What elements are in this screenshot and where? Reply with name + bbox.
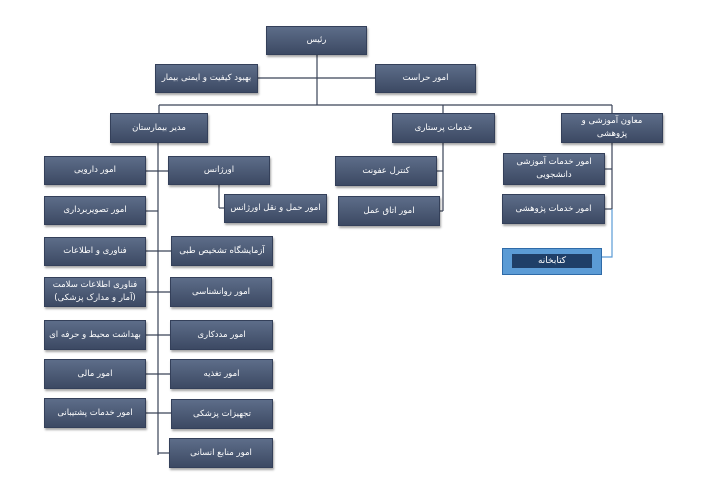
emergency-box: اورژانس (168, 156, 270, 185)
education-services-box: امور خدمات آموزشی دانشجویی (503, 153, 605, 185)
pharmacy-box: امور دارویی (44, 156, 146, 185)
library-box: کتابخانه (502, 248, 602, 275)
laboratory-box: آزمایشگاه تشخیص طبی (171, 236, 273, 266)
head-box: رئیس (266, 26, 367, 55)
security-box: امور حراست (375, 64, 476, 93)
nursing-box: خدمات پرستاری (392, 113, 495, 143)
social-work-box: امور مددکاری (170, 320, 273, 350)
infection-control-box: کنترل عفونت (335, 156, 437, 186)
library-label: کتابخانه (512, 254, 592, 268)
health-it-box: فناوری اطلاعات سلامت (آمار و مدارک پزشکی… (44, 277, 146, 307)
deputy-box: معاون آموزشی و پژوهشی (561, 113, 663, 143)
nutrition-box: امور تغذیه (170, 359, 273, 389)
psychology-box: امور روانشناسی (170, 277, 272, 307)
manager-box: مدیر بیمارستان (110, 113, 208, 143)
it-box: فناوری و اطلاعات (44, 237, 146, 266)
emergency-transport-box: امور حمل و نقل اورژانس (224, 194, 327, 223)
research-services-box: امور خدمات پژوهشی (502, 194, 605, 224)
medical-equipment-box: تجهیزات پزشکی (171, 399, 273, 429)
finance-box: امور مالی (44, 359, 146, 389)
occupational-health-box: بهداشت محیط و حرفه ای (44, 320, 146, 350)
human-resources-box: امور منابع انسانی (169, 438, 273, 468)
quality-box: بهبود کیفیت و ایمنی بیمار (155, 64, 258, 93)
operating-room-box: امور اتاق عمل (338, 196, 440, 226)
imaging-box: امور تصویربرداری (44, 196, 146, 225)
support-services-box: امور خدمات پشتیبانی (44, 398, 146, 428)
